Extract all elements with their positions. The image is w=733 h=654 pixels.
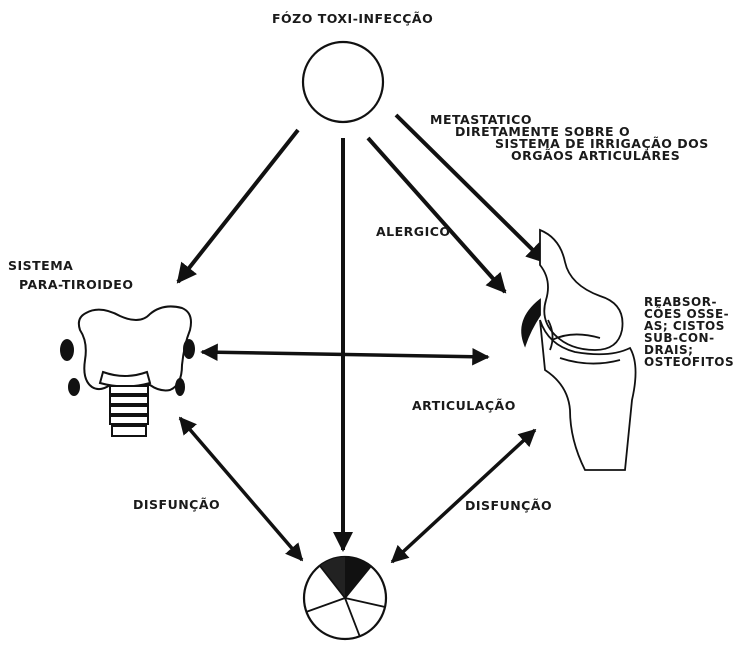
arrow-thyroid-bottom-dysfunction (180, 418, 302, 560)
allergic-label: ALERGICO (376, 224, 451, 239)
bone-findings-label: REABSOR- CÕES OSSE- AS; CISTOS SUB-CON- … (644, 295, 733, 369)
bone-findings-line: OSTEOFITOS (644, 355, 733, 369)
focus-circle (303, 42, 383, 122)
system-label: SISTEMA (8, 258, 73, 273)
parathyroid-gland-icon (183, 339, 195, 359)
joint-label: ARTICULAÇÃO (412, 398, 516, 413)
arrow-allergic-to-joint (368, 138, 505, 292)
parathyroid-gland-icon (175, 378, 185, 396)
thyroid-figure (79, 306, 191, 436)
parathyroid-label: PARA-TIROIDEO (19, 277, 133, 292)
parathyroid-gland-icon (60, 339, 74, 361)
diagram-title: FÓZO TOXI-INFECÇÃO (272, 11, 433, 26)
dysfunction-right-label: DISFUNÇÃO (465, 498, 552, 513)
organs-label: ORGÃOS ARTICULARES (511, 148, 680, 163)
arrow-joint-bottom-dysfunction (392, 430, 535, 562)
knee-joint-figure (522, 230, 635, 470)
dysfunction-left-label: DISFUNÇÃO (133, 497, 220, 512)
arrow-thyroid-joint-horizontal (202, 352, 488, 357)
parathyroid-gland-icon (68, 378, 80, 396)
arrow-focus-to-thyroid (178, 130, 298, 282)
bottom-pie-circle (304, 557, 386, 639)
